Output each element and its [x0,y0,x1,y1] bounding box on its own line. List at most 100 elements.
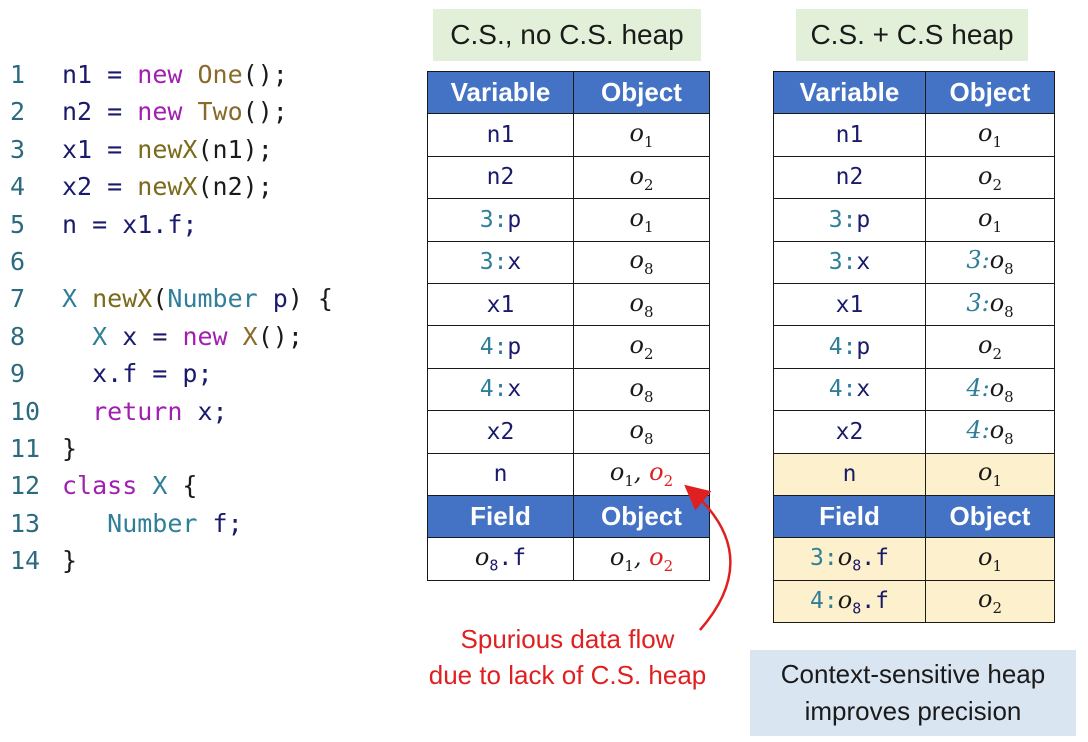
object-cell: o2 [925,155,1055,200]
line-number: 3 [10,134,26,164]
code-token: f; [212,508,243,538]
separator: , [633,543,650,572]
object-ref: o1 [630,119,654,151]
object-ref: o1 [610,543,634,575]
field-cell: 3:o8.f [773,537,926,581]
object-base: o [629,161,644,190]
variable-name: x1 [835,291,864,318]
variable-header: Variable [773,70,926,115]
object-base: o [649,458,664,487]
object-index: 1 [992,217,1002,236]
colon: : [981,415,990,444]
line-number: 10 [10,396,41,426]
variable-cell: 4:p [427,325,574,369]
code-token: x1 = [62,134,138,164]
variable-name: n2 [835,164,864,191]
code-token: ( [152,284,168,314]
object-index: 8 [489,556,499,575]
object-index: 2 [992,175,1002,194]
colon: : [493,376,508,403]
table-row: x1 3:o8 [773,282,1055,327]
code-token: Two [197,97,243,127]
code-token: newX [137,134,198,164]
code-token: X [62,284,93,314]
object-ref: 3:o8 [966,288,1013,321]
call-context: 4 [828,376,843,403]
object-index: 1 [992,132,1002,151]
colon: : [981,288,990,317]
code-token: x2 = [62,172,138,202]
object-base: o [989,246,1005,275]
code-token: newX [137,172,198,202]
object-index: 2 [643,344,654,363]
object-cell: o2 [573,325,710,369]
code-token: class [62,471,153,501]
code-line: 11} [10,430,333,467]
call-context: 4 [828,334,843,361]
variable-header: Variable [427,70,574,115]
colon: : [842,206,857,233]
object-cell: o8 [573,282,710,327]
variable-name: p [856,206,871,233]
code-line: 9 x.f = p; [10,355,333,392]
line-number: 1 [10,60,26,89]
object-index: 1 [992,556,1002,575]
object-ref: o8 [629,246,654,278]
variable-cell: n2 [773,155,926,200]
cs-note-line: improves precision [804,696,1022,726]
object-ref: o2 [630,331,654,363]
line-number: 13 [10,508,41,538]
field-header: Field [773,494,926,539]
object-ref: 3:o8 [966,246,1013,278]
colon: : [842,376,857,403]
object-cell: o2 [925,579,1055,624]
object-ref: o2 [978,585,1002,617]
object-ref: o2 [649,543,673,575]
cs-note-line: Context-sensitive heap [780,659,1046,689]
code-token: (n2); [197,172,273,202]
object-cell: 4:o8 [925,410,1055,454]
object-index: 8 [1004,429,1014,448]
object-header: Object [925,494,1055,539]
code-line: 8 X x = new X(); [10,318,333,355]
object-cell: o8 [573,240,710,284]
object-base: o [978,458,993,487]
object-index: 8 [643,387,654,406]
line-number: 6 [10,246,26,276]
object-base: o [629,415,644,444]
heading-cs-plus-cs-heap: C.S. + C.S heap [796,9,1028,61]
object-ref: o2 [978,331,1002,363]
object-base: o [629,203,644,232]
code-line: 14} [10,542,333,579]
object-ref: 4:o8 [966,374,1013,406]
code-token: X [152,471,183,501]
code-token: n2 = [62,97,138,127]
object-base: o [474,543,490,572]
object-cell: 3:o8 [925,240,1055,284]
object-base: o [629,246,644,275]
code-token: (n1); [197,134,273,164]
object-ref: o2 [978,162,1002,194]
variable-cell: 4:x [427,367,574,412]
object-base: o [989,288,1005,317]
object-index: 8 [852,599,862,618]
code-token: (); [257,321,303,351]
code-token: x.f = p; [62,359,213,389]
call-context: 4 [479,334,494,361]
object-index: 8 [643,260,654,279]
field-header: Field [427,494,574,539]
object-cell: o2 [573,155,710,200]
code-line: 10 return x; [10,393,333,430]
object-ref: o2 [649,458,673,490]
code-token: new [137,60,198,89]
